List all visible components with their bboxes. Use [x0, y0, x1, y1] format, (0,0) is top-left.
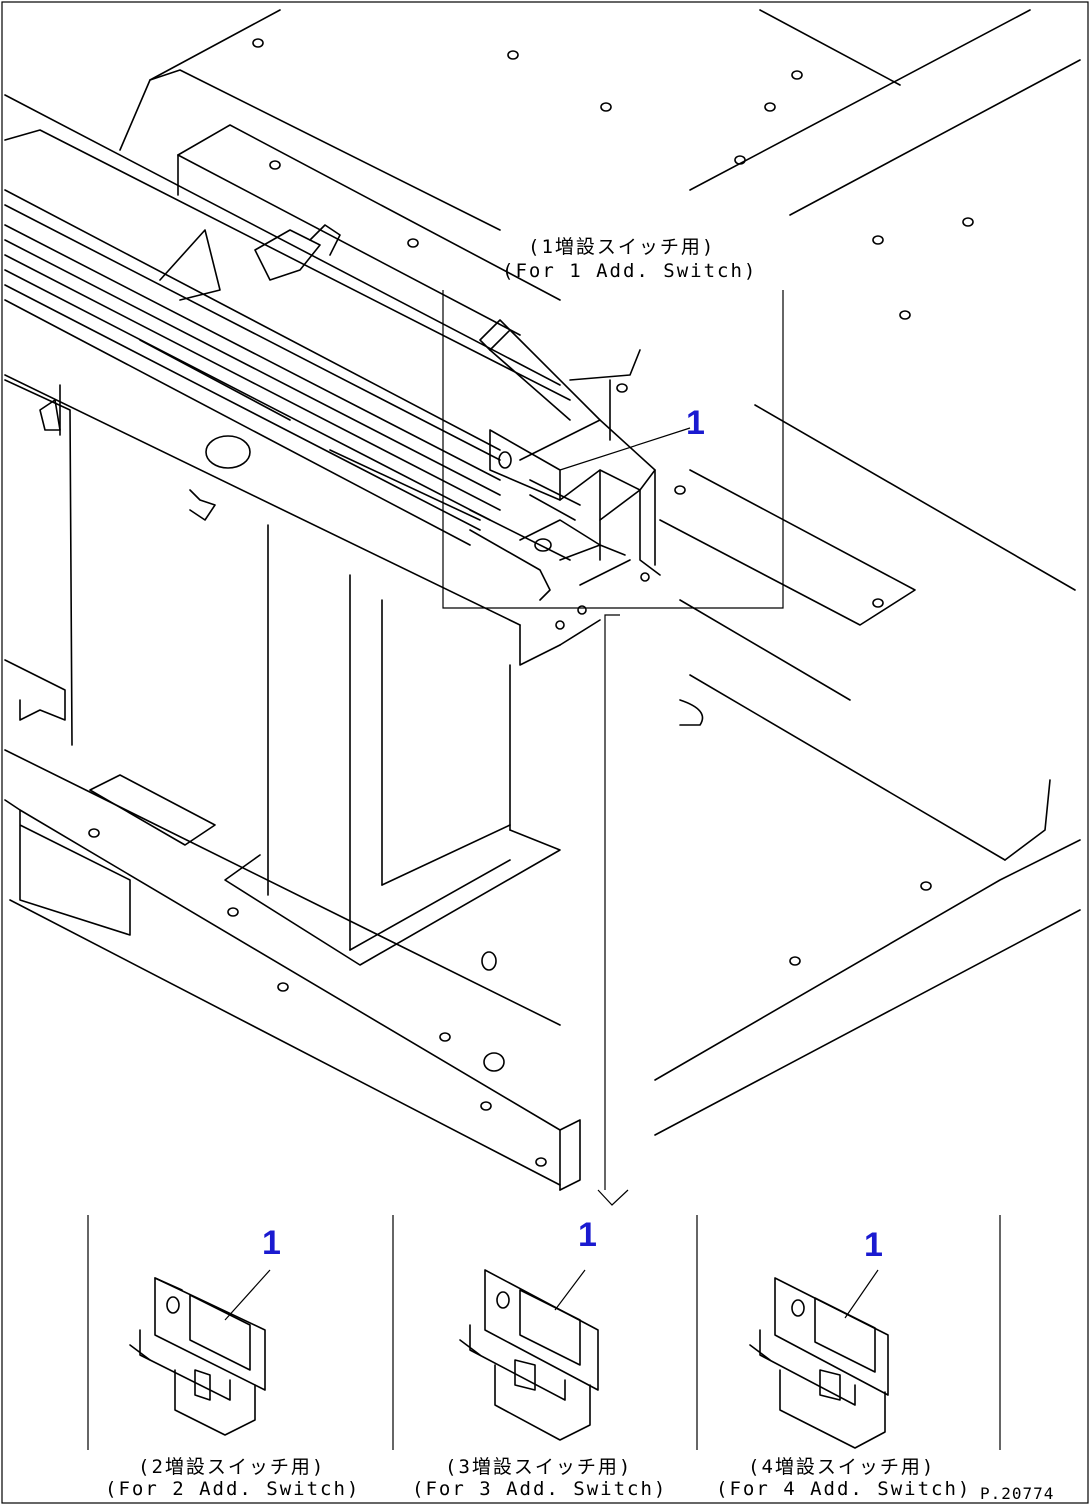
variant-2-callout: 1 [262, 1224, 281, 1262]
variant-2-label-jp: (2増設スイッチ用) [138, 1456, 326, 1478]
variant-4-bracket [749, 1269, 889, 1449]
variant-3-label-en: (For 3 Add. Switch) [412, 1478, 668, 1500]
variant-3-label-jp: (3増設スイッチ用) [445, 1456, 633, 1478]
variant-views [87, 1215, 1001, 1450]
figure-code: P.20774 [980, 1484, 1055, 1503]
variant-4-label-en: (For 4 Add. Switch) [716, 1478, 972, 1500]
variant-2-label-en: (For 2 Add. Switch) [105, 1478, 361, 1500]
variant-3-callout: 1 [578, 1216, 597, 1254]
variant-4-label-jp: (4増設スイッチ用) [748, 1456, 936, 1478]
main-view-callout: 1 [686, 404, 705, 442]
variant-4-callout: 1 [864, 1226, 883, 1264]
variant-3-bracket [459, 1269, 599, 1441]
main-view-label-jp: (1増設スイッチ用) [528, 236, 716, 258]
frame-structure [4, 9, 1081, 1191]
main-view-label-en: (For 1 Add. Switch) [502, 260, 758, 282]
view-arrow [597, 614, 629, 1206]
variant-2-bracket [129, 1269, 271, 1436]
detail-window-1-switch [442, 290, 784, 630]
